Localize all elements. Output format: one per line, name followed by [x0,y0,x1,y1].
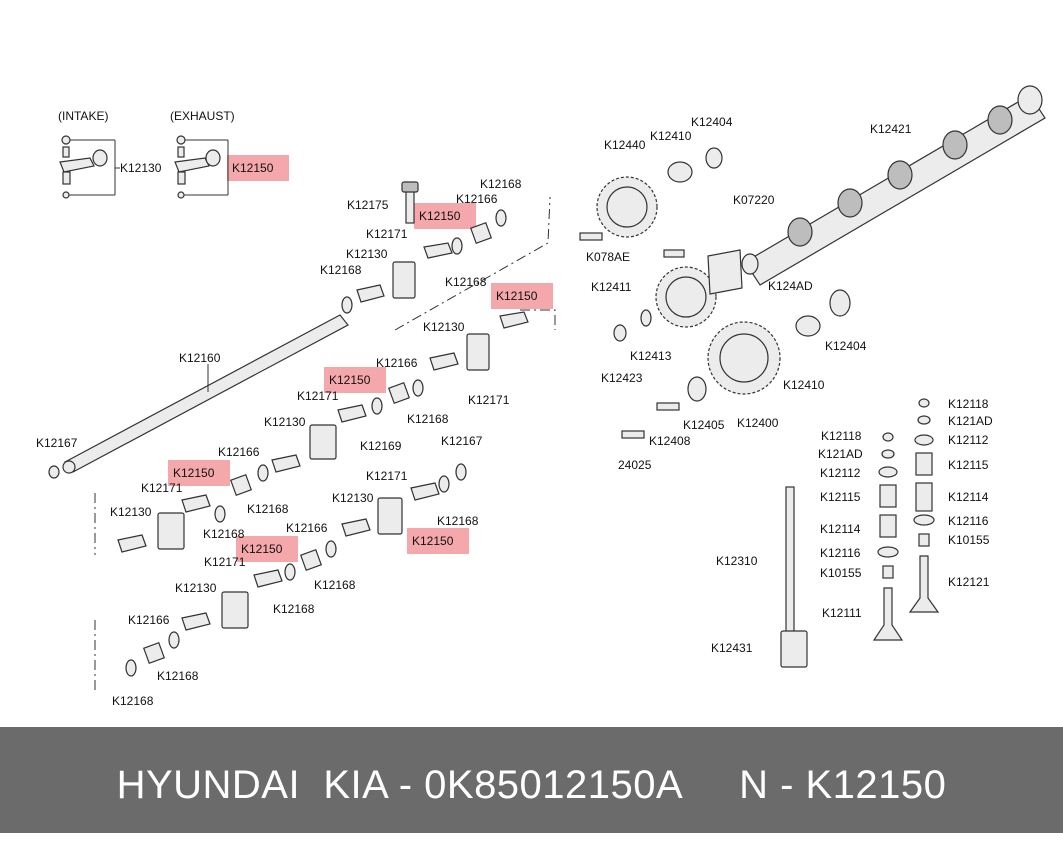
part-label: K12116 [820,546,861,560]
part-label: K10155 [948,533,990,547]
diagram-svg: (INTAKE) (EXHAUST) [36,85,1046,708]
part-label: K12150 [412,534,454,548]
part-label: K12168 [445,275,487,289]
part-label: K07220 [733,193,775,207]
part-label: K121AD [948,414,993,428]
part-label: K12166 [376,356,418,370]
part-label: K12404 [825,339,867,353]
exhaust-heading: (EXHAUST) [170,109,235,123]
part-label: K12168 [273,602,315,616]
exhaust-rocker-assembly: (EXHAUST) [170,109,235,199]
part-label: K12400 [737,416,779,430]
part-label: K12150 [232,161,274,175]
part-label: K12150 [173,466,215,480]
highlight-box [227,155,289,181]
part-label: K12413 [630,349,672,363]
part-label: K12166 [286,521,328,535]
part-label: K124AD [768,279,813,293]
part-label: K12421 [870,122,912,136]
part-label: K12410 [650,129,692,143]
part-label: K12115 [948,458,989,472]
footer-bar: HYUNDAI KIA - 0K85012150A N - K12150 [0,727,1063,833]
part-label: K12171 [204,555,246,569]
part-label: K12168 [320,263,362,277]
part-label: K12171 [297,389,339,403]
part-label: K12411 [591,280,632,294]
part-label: K12130 [332,491,374,505]
part-label: 24025 [618,458,652,472]
rocker-group-lower [117,463,467,677]
part-label: K12168 [112,694,154,708]
highlight-box [236,536,298,562]
part-label: K12130 [110,505,152,519]
part-label: K12168 [437,514,479,528]
part-label: K12112 [820,466,861,480]
part-label: K12168 [314,578,356,592]
part-label: K12440 [604,138,646,152]
part-label: K12130 [120,161,162,175]
part-label: K12121 [948,575,990,589]
highlight-box [491,283,553,309]
part-label: K12168 [480,177,522,191]
part-label: K12112 [948,433,989,447]
part-label: K078AE [586,250,630,264]
part-label: K12175 [347,198,389,212]
highlight-layer [168,155,553,562]
part-label: K12116 [948,514,989,528]
footer-part-number: HYUNDAI KIA - 0K85012150A N - K12150 [116,763,947,807]
highlight-box [414,203,476,229]
part-label: K12408 [649,434,691,448]
highlight-box [407,528,469,554]
intake-heading: (INTAKE) [58,109,108,123]
rocker-group-top [341,181,507,314]
part-label: K12114 [948,490,989,504]
camshaft [741,85,1046,286]
highlight-box [324,367,386,393]
part-label: K12115 [820,490,861,504]
part-label: K12150 [329,373,371,387]
part-label: K12130 [175,581,217,595]
part-label: K12167 [441,434,483,448]
parts-diagram: (INTAKE) (EXHAUST) [36,85,1046,708]
part-label: K12111 [822,606,862,620]
part-label: K12150 [241,542,283,556]
part-label: K12168 [203,527,245,541]
part-label: K10155 [820,566,862,580]
part-label: K12118 [948,397,989,411]
part-label: K12166 [128,613,170,627]
part-label: K12310 [716,554,758,568]
rocker-shaft [48,314,349,479]
part-label: K12404 [691,115,733,129]
highlight-box [168,460,230,486]
valve-parts [780,398,940,668]
part-label: K12167 [36,436,78,450]
part-label: K12405 [683,418,725,432]
part-label: K12171 [468,393,510,407]
part-label: K12114 [820,522,861,536]
part-label: K12423 [601,371,643,385]
part-label: K12130 [264,415,306,429]
part-label: K12150 [419,209,461,223]
part-label: K12118 [821,429,862,443]
part-label: K12171 [366,227,408,241]
part-label: K12168 [407,412,449,426]
part-label: K12130 [423,320,465,334]
part-label: K12169 [360,439,402,453]
part-label: K12171 [141,481,183,495]
part-label: K12160 [179,351,221,365]
part-label: K121AD [818,447,863,461]
part-label: K12166 [218,445,260,459]
part-label: K12150 [496,289,538,303]
part-label: K12410 [783,378,825,392]
part-label: K12166 [456,192,498,206]
intake-rocker-assembly: (INTAKE) [58,109,120,199]
part-label: K12130 [346,247,388,261]
rocker-group-mid [271,311,529,473]
part-label: K12168 [157,669,199,683]
part-label: K12171 [366,469,408,483]
cam-gears [579,147,851,439]
part-label: K12431 [711,641,753,655]
part-label: K12168 [247,502,289,516]
